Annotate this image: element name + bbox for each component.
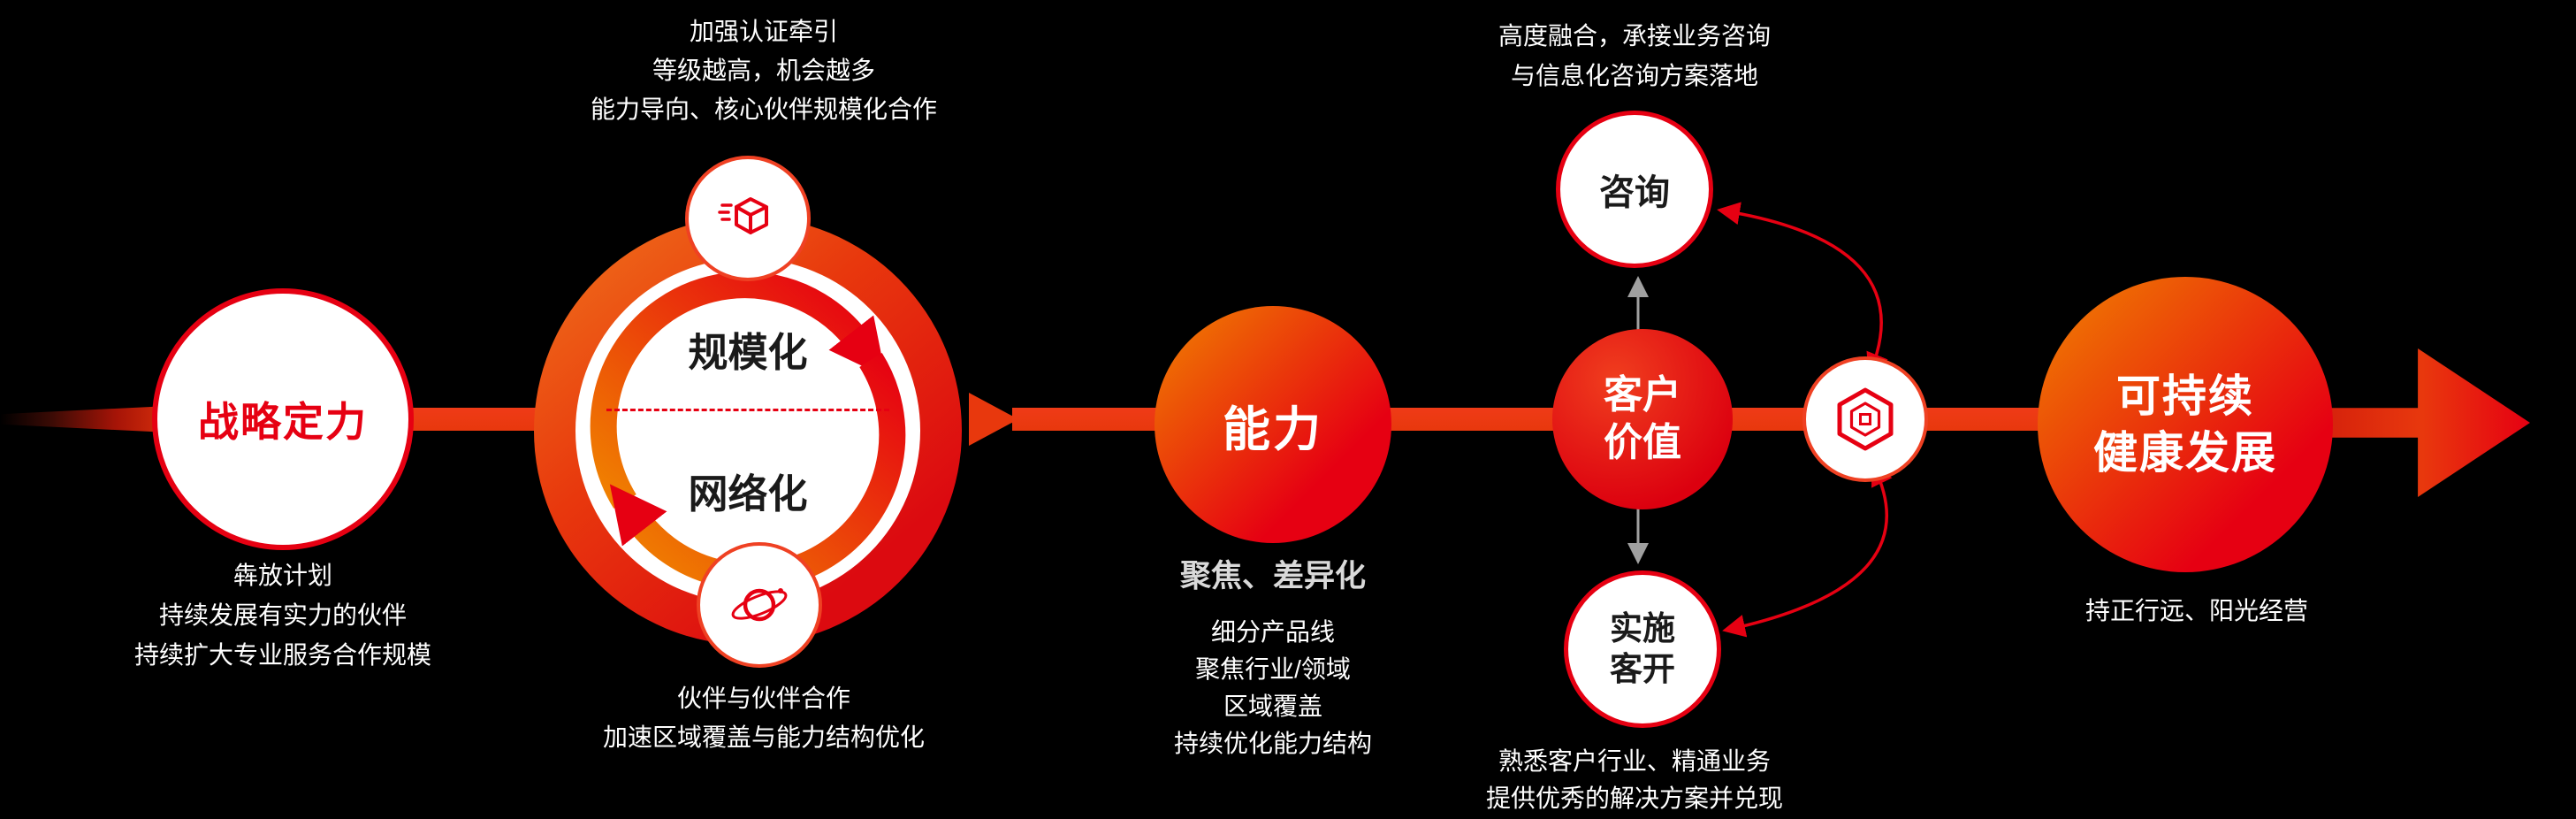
caption-line: 能力导向、核心伙伴规模化合作 [590,96,937,123]
planet-icon [731,588,788,622]
label-line: 实施 [1610,610,1675,647]
implementation-label: 实施 客开 [1610,609,1675,690]
sustainable-label: 可持续 健康发展 [2093,368,2277,481]
box-3d-icon [718,197,768,234]
partner-network-badge-circle [697,542,822,668]
implementation-circle: 实施 客开 [1564,570,1721,728]
certification-badge-circle [685,156,811,281]
consulting-label: 咨询 [1599,173,1670,212]
consult-cycle-arrow [1717,202,1888,377]
caption-line: 加强认证牵引 [689,18,838,45]
caption-line: 细分产品线 [1210,618,1335,646]
strategy-caption: 犇放计划 持续发展有实力的伙伴 持续扩大专业服务合作规模 [84,555,482,675]
caption-line: 持续发展有实力的伙伴 [158,601,407,629]
caption-line: 提供优秀的解决方案并兑现 [1485,785,1783,812]
flow-connector [1724,408,1812,431]
caption-line: 犇放计划 [232,562,332,589]
strategy-circle: 战略定力 [152,288,414,550]
caption-line: 熟悉客户行业、精通业务 [1498,747,1771,775]
capability-subtitle: 聚焦、差异化 [1179,559,1366,593]
label-line: 客开 [1610,651,1675,687]
capability-label: 能力 [1223,402,1323,456]
scale-label: 规模化 [688,330,808,375]
caption-line: 持续优化能力结构 [1173,730,1372,757]
label-line: 价值 [1604,421,1681,464]
strategy-label: 战略定力 [198,399,368,445]
hexagon-network-icon [1837,387,1894,451]
customer-top-caption: 高度融合，承接业务咨询 与信息化咨询方案落地 [1422,16,1847,96]
caption-line: 等级越高，机会越多 [652,57,875,84]
synergy-circle [1802,356,1928,482]
network-label: 网络化 [688,471,808,517]
circular-arrows-icon [590,272,906,590]
caption-line: 加速区域覆盖与能力结构优化 [602,723,925,751]
caption-line: 聚焦行业/领域 [1195,655,1351,683]
caption-line: 区域覆盖 [1223,693,1322,720]
flow-connector [1383,408,1569,431]
consulting-circle: 咨询 [1556,111,1713,268]
customer-value-circle: 客户 价值 [1552,329,1733,509]
capability-circle: 能力 [1155,306,1391,543]
sustainable-circle: 可持续 健康发展 [2038,277,2333,572]
sustainable-caption: 持正行远、阳光经营 [1985,591,2409,631]
caption-line: 高度融合，承接业务咨询 [1498,22,1771,50]
caption-line: 与信息化咨询方案落地 [1510,62,1758,89]
flow-connector [405,408,548,431]
label-line: 可持续 [2116,371,2254,421]
customer-value-label: 客户 价值 [1604,371,1681,467]
caption-line: 持续扩大专业服务合作规模 [133,641,431,669]
implement-cycle-arrow [1722,462,1893,638]
scale-network-top-caption: 加强认证牵引 等级越高，机会越多 能力导向、核心伙伴规模化合作 [499,12,1029,129]
customer-bottom-caption: 熟悉客户行业、精通业务 提供优秀的解决方案并兑现 [1405,743,1864,817]
capability-caption: 细分产品线 聚焦行业/领域 区域覆盖 持续优化能力结构 [1096,614,1450,762]
label-line: 健康发展 [2093,428,2277,478]
label-line: 客户 [1604,373,1681,417]
divider-dashed-line [606,409,889,411]
caption-line: 持正行远、阳光经营 [2084,597,2308,624]
scale-network-bottom-caption: 伙伴与伙伴合作 加速区域覆盖与能力结构优化 [499,679,1029,757]
caption-line: 伙伴与伙伴合作 [676,685,850,712]
flow-connector [1012,408,1167,431]
flow-connector [1923,408,2051,431]
